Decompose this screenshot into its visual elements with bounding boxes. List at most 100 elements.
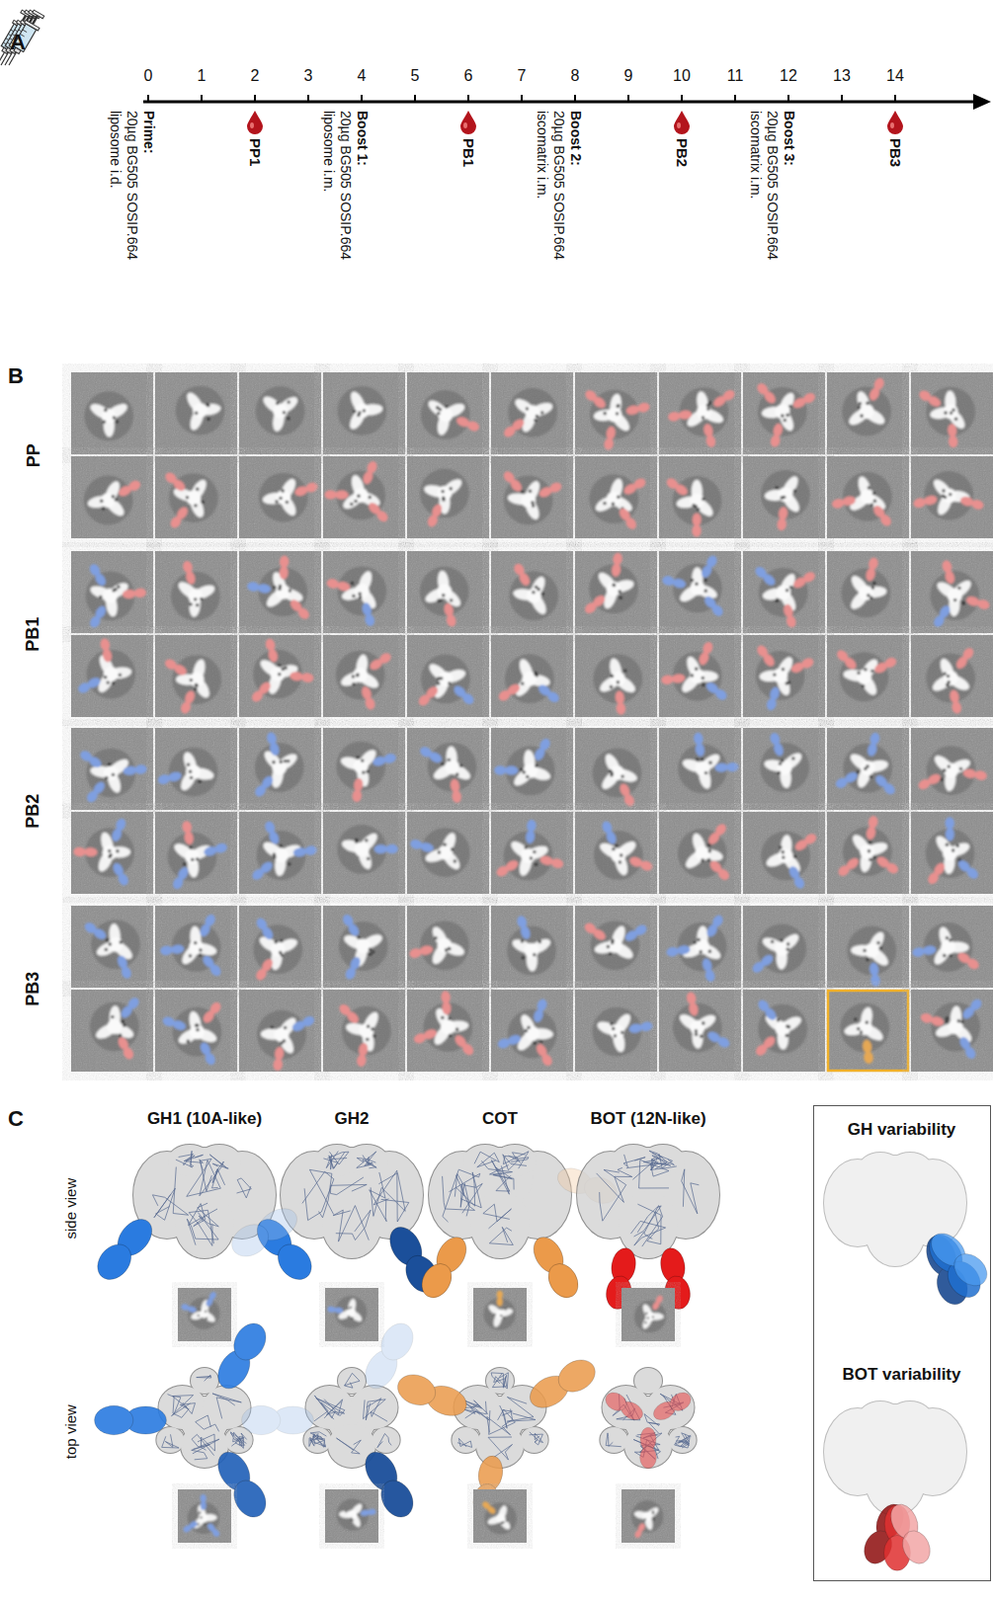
shape <box>177 1288 232 1342</box>
shape <box>827 372 910 455</box>
shape <box>528 490 532 494</box>
fab-density <box>126 995 142 1012</box>
shape <box>703 579 707 582</box>
fab-density <box>912 496 927 509</box>
shape <box>787 680 791 684</box>
fab-density <box>301 1014 317 1029</box>
shape <box>508 562 559 621</box>
shape <box>177 1489 232 1544</box>
fab-density <box>704 554 719 570</box>
shape <box>609 765 625 781</box>
shape <box>99 498 103 502</box>
shape <box>659 990 742 1073</box>
shape <box>708 849 712 853</box>
class-average <box>155 551 238 634</box>
shape <box>876 941 880 945</box>
fab-density <box>870 974 882 989</box>
shape <box>521 671 537 687</box>
shape <box>352 410 356 414</box>
shape <box>641 1145 685 1177</box>
shape <box>349 1517 352 1520</box>
fab-density <box>203 1051 218 1067</box>
fab-density <box>666 411 681 422</box>
shape <box>534 585 538 589</box>
shape <box>193 687 197 691</box>
shape <box>155 728 238 811</box>
shape <box>520 490 524 494</box>
shape <box>575 456 658 539</box>
shape <box>689 493 705 508</box>
shape <box>281 489 285 493</box>
fab-density <box>496 1298 503 1308</box>
drop-highlight <box>463 122 468 129</box>
class-average <box>827 812 910 895</box>
shape <box>281 667 285 671</box>
shape <box>170 560 221 622</box>
shape <box>588 474 639 524</box>
shape <box>184 849 200 865</box>
shape <box>336 386 387 436</box>
shape <box>83 476 134 526</box>
shape <box>606 945 610 949</box>
shape <box>345 1308 356 1319</box>
fab-density <box>208 963 224 980</box>
shape <box>753 997 808 1059</box>
shape <box>437 850 441 854</box>
shape <box>175 386 226 436</box>
fab-density <box>632 476 649 491</box>
fab-density <box>263 638 276 653</box>
shape <box>609 1024 625 1040</box>
shape <box>919 997 985 1062</box>
shape <box>925 646 976 716</box>
shape <box>491 990 574 1073</box>
class-average <box>910 635 993 718</box>
class-average <box>323 635 406 718</box>
shape <box>777 487 793 502</box>
shape <box>939 778 943 782</box>
shape <box>355 673 359 677</box>
fab-density <box>919 1012 935 1026</box>
fab-density <box>415 1232 473 1304</box>
shape <box>417 743 477 805</box>
class-average <box>491 906 574 989</box>
fab-density <box>99 638 112 653</box>
shape <box>335 651 394 712</box>
shape <box>677 822 732 883</box>
shape <box>185 491 201 506</box>
shape <box>858 402 862 406</box>
shape <box>777 771 781 775</box>
shape <box>408 920 470 971</box>
shape <box>872 581 876 585</box>
shape <box>182 862 186 866</box>
shape <box>701 415 705 419</box>
shape <box>538 940 542 944</box>
shape <box>592 654 643 716</box>
shape <box>252 731 305 799</box>
shape <box>524 1029 528 1033</box>
class-average <box>575 372 658 455</box>
class-average <box>71 906 154 989</box>
shape <box>753 997 808 1059</box>
shape <box>459 764 463 768</box>
class-average <box>575 906 658 989</box>
fab-density <box>633 922 650 938</box>
fab-density <box>265 731 278 745</box>
shape <box>441 593 445 597</box>
class-average <box>323 906 406 989</box>
fab-density <box>226 1202 303 1263</box>
shape <box>776 1018 780 1022</box>
shape <box>407 635 490 718</box>
shape <box>181 1494 221 1539</box>
shape <box>227 1475 272 1524</box>
shape <box>945 1016 949 1020</box>
shape <box>616 404 620 408</box>
class-average <box>177 1489 232 1544</box>
shape <box>827 990 910 1073</box>
shape <box>447 947 451 951</box>
shape <box>659 728 742 811</box>
class-average <box>491 812 574 895</box>
shape <box>772 672 776 676</box>
fab-density <box>213 841 229 855</box>
fab-density <box>211 1528 222 1539</box>
shape <box>107 763 111 767</box>
